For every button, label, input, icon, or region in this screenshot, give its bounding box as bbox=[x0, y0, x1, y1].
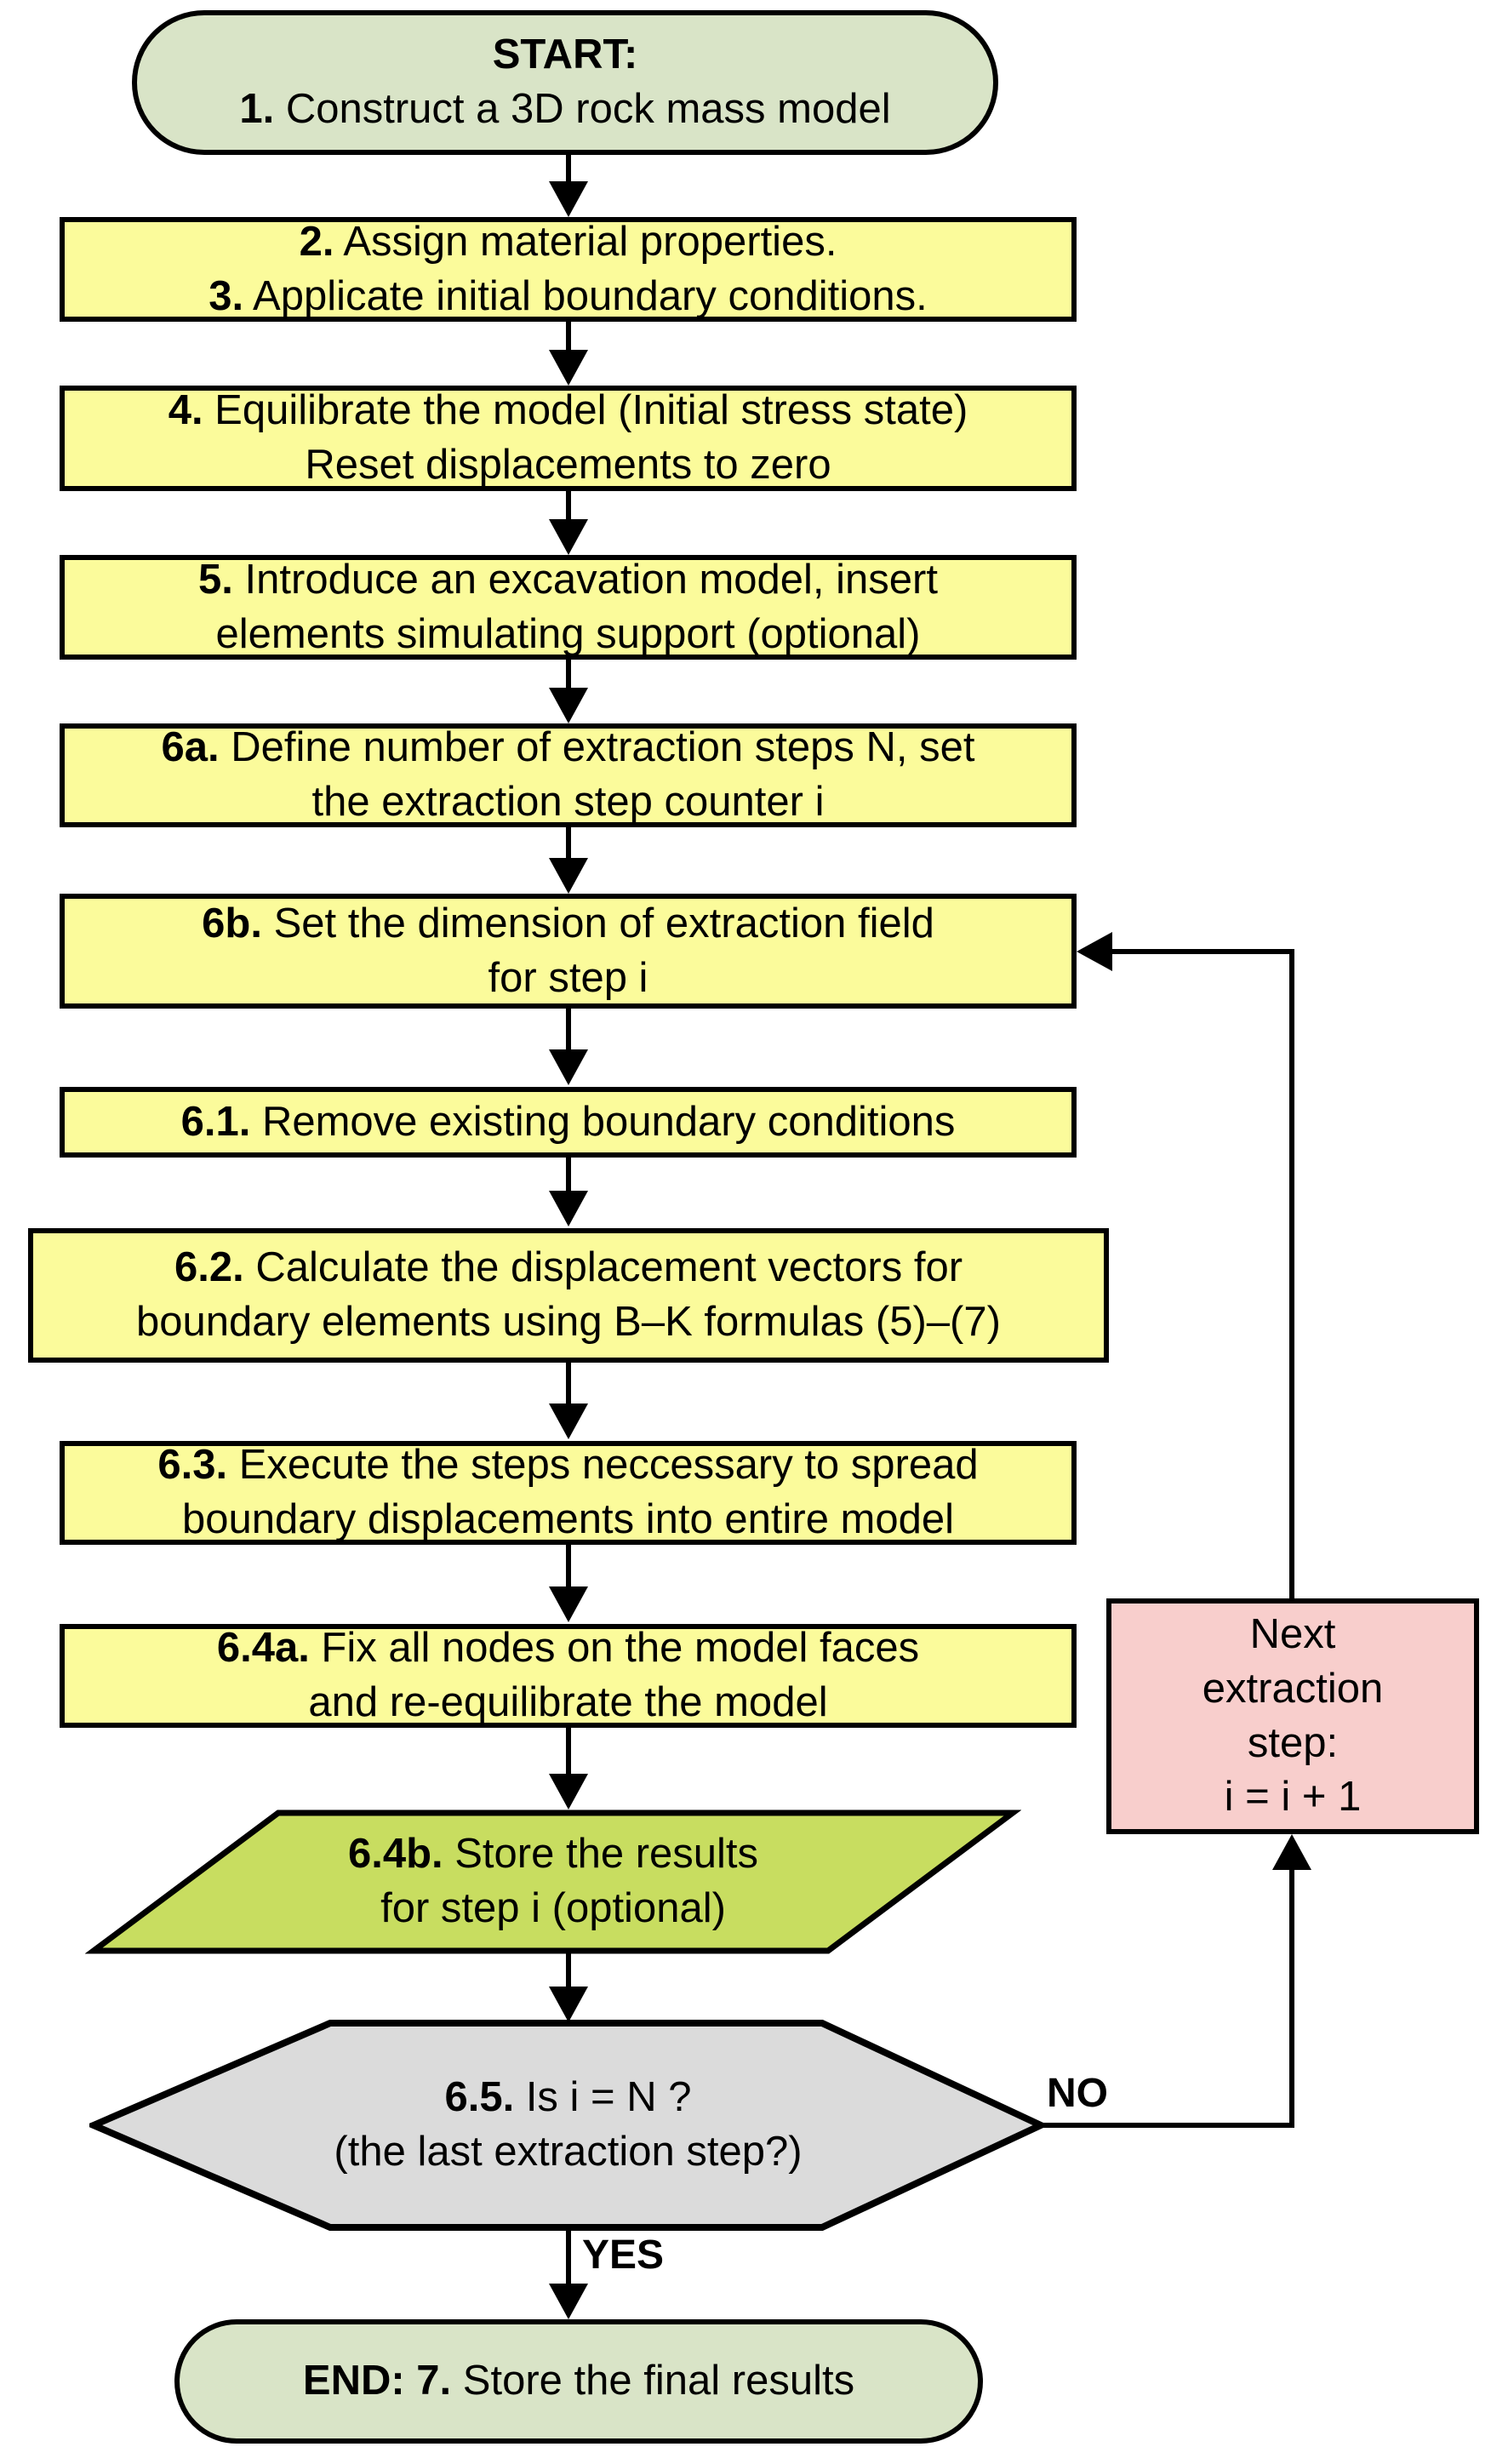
node-step-6a: 6a. Define number of extraction steps N,… bbox=[60, 723, 1077, 827]
node-end: END: 7. Store the final results bbox=[174, 2319, 983, 2444]
node-step-6-4a: 6.4a. Fix all nodes on the model faces a… bbox=[60, 1624, 1077, 1728]
node-step-6-4b-shape bbox=[85, 1809, 1021, 1954]
arrow-4-to-5 bbox=[566, 489, 571, 523]
arrow-62-to-63 bbox=[566, 1363, 571, 1407]
node-step-5: 5. Introduce an excavation model, insert… bbox=[60, 555, 1077, 660]
edge-no-vertical bbox=[1289, 1867, 1294, 2128]
arrow-64a-to-64b bbox=[566, 1728, 571, 1777]
node-step-6-4b: 6.4b. Store the results for step i (opti… bbox=[347, 1831, 759, 1931]
label-no: NO bbox=[1047, 2071, 1108, 2116]
arrowhead-down-icon bbox=[549, 1586, 588, 1622]
parallelogram-icon bbox=[85, 1809, 1021, 1954]
arrow-64b-to-65 bbox=[566, 1949, 571, 1990]
arrow-6b-to-61 bbox=[566, 1009, 571, 1053]
arrow-2-to-4 bbox=[566, 320, 571, 354]
node-step-6-1: 6.1. Remove existing boundary conditions bbox=[60, 1087, 1077, 1158]
arrowhead-down-icon bbox=[549, 858, 588, 894]
node-step-2-3: 2. Assign material properties. 3. Applic… bbox=[60, 217, 1077, 322]
node-start-line1: START: bbox=[492, 31, 638, 78]
node-next-extraction-step: Next extraction step: i = i + 1 bbox=[1106, 1598, 1479, 1834]
node-start-line2: 1. Construct a 3D rock mass model bbox=[239, 86, 891, 132]
arrow-6a-to-6b bbox=[566, 826, 571, 861]
arrow-65-to-end bbox=[566, 2224, 571, 2287]
arrow-5-to-6a bbox=[566, 658, 571, 692]
arrowhead-down-icon bbox=[549, 1987, 588, 2022]
arrowhead-down-icon bbox=[549, 1191, 588, 1226]
edge-loop-horizontal bbox=[1109, 949, 1294, 954]
node-start: START: 1. Construct a 3D rock mass model bbox=[132, 10, 998, 155]
arrow-61-to-62 bbox=[566, 1156, 571, 1194]
node-step-4: 4. Equilibrate the model (Initial stress… bbox=[60, 386, 1077, 491]
arrowhead-down-icon bbox=[549, 1049, 588, 1085]
arrowhead-up-icon bbox=[1272, 1834, 1311, 1870]
arrowhead-down-icon bbox=[549, 350, 588, 386]
node-step-6-2: 6.2. Calculate the displacement vectors … bbox=[28, 1228, 1109, 1363]
arrowhead-down-icon bbox=[549, 181, 588, 217]
arrowhead-down-icon bbox=[549, 1774, 588, 1809]
node-step-6-3: 6.3. Execute the steps neccessary to spr… bbox=[60, 1441, 1077, 1545]
arrowhead-down-icon bbox=[549, 2284, 588, 2319]
arrowhead-down-icon bbox=[549, 688, 588, 723]
arrowhead-down-icon bbox=[549, 1404, 588, 1439]
node-step-6b: 6b. Set the dimension of extraction fiel… bbox=[60, 894, 1077, 1009]
arrowhead-left-icon bbox=[1077, 932, 1112, 971]
arrowhead-down-icon bbox=[549, 519, 588, 555]
label-yes: YES bbox=[582, 2232, 665, 2278]
node-decision-6-5: 6.5. Is i = N ? (the last extraction ste… bbox=[334, 2074, 803, 2175]
edge-no-horizontal bbox=[1041, 2123, 1294, 2128]
arrow-start-to-2 bbox=[566, 153, 571, 186]
edge-loop-vertical bbox=[1289, 949, 1294, 1598]
arrow-63-to-64a bbox=[566, 1545, 571, 1592]
